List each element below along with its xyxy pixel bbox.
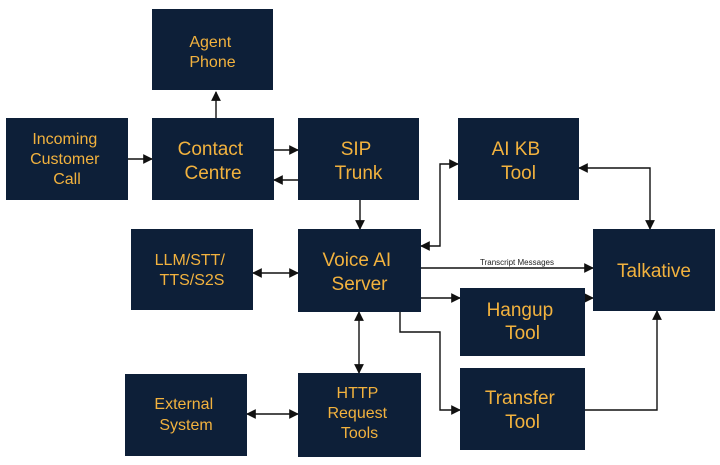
svg-text:Hangup Tool: Hangup Tool (487, 300, 559, 344)
llm-label-line-2: TTS/S2S (160, 272, 225, 289)
contact-centre-label-line-1: Contact (178, 139, 244, 160)
transfer-tool-label-line-2: Tool (505, 412, 540, 433)
external-system-label-line-1: External (154, 396, 213, 413)
hangup-tool-label-line-2: Tool (505, 323, 540, 344)
hangup-tool-label-line-1: Hangup (487, 300, 554, 321)
svg-text:Incoming Customer: Incoming Customer Call (30, 131, 104, 188)
voice-ai-server-label-line-1: Voice AI (323, 250, 392, 271)
svg-text:Contact Centre: Contact Centre (178, 139, 249, 184)
connectors: Transcript Messages (128, 91, 662, 419)
http-request-tools-node: HTTP Request Tools (298, 373, 421, 457)
svg-text:AI KB Tool: AI KB Tool (492, 139, 546, 184)
transfer-tool-label-line-1: Transfer (485, 388, 556, 409)
hangup-tool-node: Hangup Tool (460, 288, 585, 356)
edge-voice-ai-kb (420, 159, 459, 251)
svg-text:Agent Phone: Agent Phone (189, 34, 235, 71)
external-system-node: External System (125, 374, 247, 456)
llm-label-line-1: LLM/STT/ (155, 252, 226, 269)
sip-trunk-label-line-1: SIP (341, 139, 371, 160)
incoming-call-label-line-3: Call (53, 171, 81, 188)
contact-centre-label-line-2: Centre (184, 163, 241, 184)
talkative-label: Talkative (617, 261, 691, 282)
llm-stt-tts-s2s-node: LLM/STT/ TTS/S2S (131, 229, 253, 310)
edge-transfer-to-talkative (585, 310, 662, 411)
sip-trunk-label-line-2: Trunk (335, 163, 383, 184)
http-tools-label-line-1: HTTP (337, 385, 378, 402)
agent-phone-label-line-1: Agent (189, 34, 231, 51)
svg-text:Transfer Tool: Transfer Tool (485, 388, 560, 433)
incoming-call-label-line-2: Customer (30, 151, 100, 168)
svg-text:Voice AI Server: Voice AI Server (323, 250, 397, 295)
edge-kb-talkative (578, 163, 655, 230)
http-tools-label-line-3: Tools (341, 425, 378, 442)
ai-kb-tool-label-line-2: Tool (501, 163, 536, 184)
edge-voice-ai-to-transfer (399, 312, 461, 415)
svg-text:LLM/STT/ TTS/S2S: LLM/STT/ TTS/S2S (155, 252, 230, 289)
contact-centre-node: Contact Centre (152, 118, 274, 200)
ai-kb-tool-label-line-1: AI KB (492, 139, 541, 160)
svg-text:Talkative: Talkative (617, 261, 691, 282)
agent-phone-label-line-2: Phone (189, 54, 235, 71)
transfer-tool-node: Transfer Tool (460, 368, 585, 450)
talkative-node: Talkative (593, 229, 715, 311)
sip-trunk-node: SIP Trunk (298, 118, 419, 200)
voice-ai-server-label-line-2: Server (332, 274, 389, 295)
voice-ai-server-node: Voice AI Server (298, 229, 421, 312)
svg-text:HTTP Request Tools: HTTP Request Tools (327, 385, 391, 442)
svg-text:SIP Trunk: SIP Trunk (335, 139, 383, 184)
svg-text:External System: External System (154, 396, 217, 434)
transcript-messages-label: Transcript Messages (480, 258, 554, 267)
agent-phone-node: Agent Phone (152, 9, 273, 90)
http-tools-label-line-2: Request (327, 405, 387, 422)
external-system-label-line-2: System (159, 417, 212, 434)
incoming-call-label-line-1: Incoming (32, 131, 97, 148)
incoming-customer-call-node: Incoming Customer Call (6, 118, 128, 200)
ai-kb-tool-node: AI KB Tool (458, 118, 579, 200)
